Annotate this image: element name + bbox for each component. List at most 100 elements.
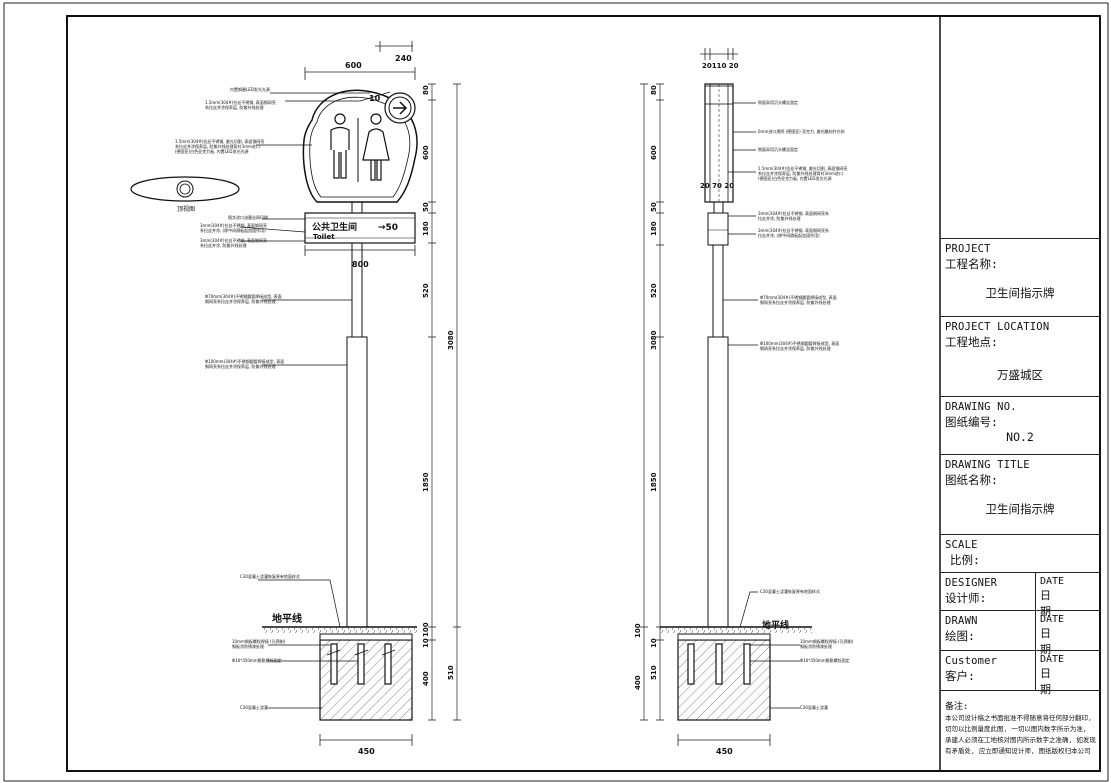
dim-v-600: 600 [422,145,430,160]
side-elevation: 20110 20 20 70 20 地平线 450 [634,48,854,756]
note-bolt: Φ16*350mm膨胀螺栓固定 [232,657,282,663]
side-note-bolt: Φ16*350mm膨胀螺栓固定 [800,657,850,663]
customer-cell: Customer 客户: DATE 日期 [940,650,1100,696]
project-cell: PROJECT 工程名称: 卫生间指示牌 [940,238,1100,316]
customer-en: Customer [945,655,998,667]
drawing-no-en: DRAWING NO. [945,401,1017,413]
drawing-no-cn: 图纸编号: [945,415,998,429]
drawing-title-en: DRAWING TITLE [945,459,1030,471]
side-note-plate2-a: 3mm(304#)拉丝不锈钢, 表面钢网亮系 [758,227,829,233]
designer-cell: DESIGNER 设计师: DATE 日期 [940,572,1100,618]
project-value: 卫生间指示牌 [985,286,1055,300]
dim-v-510: 510 [447,665,455,680]
note-print: 图文进口油墨丝网印刷 [228,214,268,220]
side-dim-v-1850: 1850 [650,472,658,492]
drawing-title-value: 卫生间指示牌 [985,502,1055,516]
note-plate2-b: 系拉丝并涂, 防紫外线处理 [200,242,247,248]
side-note-c30: C30混凝土浇灌 [800,704,828,710]
dim-240: 240 [395,54,412,63]
side-note-pole70-b: 钢网亮系拉丝并涂保养层, 防紫外线处理 [760,299,831,305]
drawing-no-value: NO.2 [1006,430,1034,444]
side-upper-pole [712,244,724,338]
side-note-screw1: 侧面采用沉头螺丝固定 [758,99,798,105]
designer-date-en: DATE [1040,576,1065,587]
drawn-cn: 绘图: [945,629,975,643]
location-cell: PROJECT LOCATION 工程地点: 万盛城区 [940,316,1100,396]
side-dim-v-400: 400 [634,675,642,690]
dim-10: 10 [369,94,381,103]
round-sign-body [302,89,418,203]
drawn-en: DRAWN [945,615,978,627]
plate-en: Toilet [313,233,335,241]
note-plate-b: 系拉丝并涂, (除中间隔板起加固作用) [200,227,266,233]
note-pole70-a: Φ70mm(304#)不锈钢圆管焊接成型, 表面 [205,293,282,299]
side-lower-pole [707,336,729,628]
scale-en: SCALE [945,539,978,551]
dim-450: 450 [358,747,375,756]
side-dim-450: 450 [716,747,733,756]
side-dim-v-10: 10 [650,638,658,648]
drawing-title-cell: DRAWING TITLE 图纸名称: 卫生间指示牌 [940,454,1100,534]
note-steel-1a: 1.5mm(304#)拉丝不锈钢, 表面钢网亮 [205,99,276,105]
notes-text: 本公司设计稿之书面批准不得随意将任何部分翻印, 切勿以比例量度此图, 一切以图内… [945,714,1096,755]
note-laser-c: (德国亚)白色亚克力板, 内置LED发光光源 [175,148,249,154]
side-note-baseplate-b: 钢板涂防锈漆处理 [800,643,832,649]
side-plate [707,212,729,246]
customer-cn: 客户: [945,669,975,683]
location-value: 万盛城区 [997,368,1043,382]
outer-border [3,2,1109,782]
designer-date-cn: 日期 [1040,589,1051,618]
customer-date-cn: 日期 [1040,667,1051,696]
man-figure [330,113,350,179]
upper-pole [351,242,363,338]
customer-date-en: DATE [1040,654,1065,665]
side-note-pole100-a: Φ100mm(304#)不锈钢圆管焊接成型, 表面 [760,340,839,346]
side-note-screw2: 侧面采用沉头螺丝固定 [758,146,798,152]
location-en: PROJECT LOCATION [945,321,1050,333]
dim-v-1850: 1850 [422,472,430,492]
note-steel-1b: 系拉丝并涂保养层, 防紫外线处理 [205,104,264,110]
note-laser-a: 1.5mm(304#)拉丝不锈钢, 激光切割, 表面钢网亮 [175,138,264,144]
side-dim-top: 20110 20 [702,62,739,70]
side-note-laser-c: (德国亚)白色亚克力板, 内置LED发光光源 [758,175,832,181]
side-dim-v-50: 50 [650,202,658,212]
drawn-cell: DRAWN 绘图: DATE 日期 [940,610,1100,656]
note-laser-b: 系拉丝并涂保养层, 防紫外线处理背衬3mm进口 [175,143,260,149]
note-plate2-a: 3mm(304#)拉丝不锈钢, 表面钢网亮 [200,237,267,243]
dim-v-400: 400 [422,671,430,686]
dim-v-100: 100 [422,622,430,637]
side-dim-v-180: 180 [650,221,658,236]
dim-800: 800 [352,260,369,269]
note-pole70-b: 钢网亮系拉丝并涂保养层, 防紫外线处理 [205,298,276,304]
drawn-date-cn: 日期 [1040,627,1051,656]
note-pole100-b: 钢网亮系拉丝并涂保养层, 防紫外线处理 [205,363,276,369]
drawing-no-cell: DRAWING NO. 图纸编号: NO.2 [940,396,1100,454]
lower-pole [346,336,368,628]
drawing-title-cn: 图纸名称: [945,473,998,487]
note-c30-ground: C30混凝土浇灌恢复原有地面样式 [240,573,300,579]
scale-cn: 比例: [950,553,980,567]
drawn-date-en: DATE [1040,614,1065,625]
dim-v-180: 180 [422,221,430,236]
dim-v-3080: 3080 [447,330,455,350]
customer-date-cell: DATE 日期 [1035,651,1064,696]
front-elevation: 600 240 10 公共卫生间 →50 Toilet [130,41,461,756]
location-cn: 工程地点: [945,335,998,349]
side-note-laser-b: 系拉丝并涂保养层, 防紫外线处理背衬3mm进口 [758,170,843,176]
side-dim-mid: 20 70 20 [700,182,734,190]
note-plate-a: 3mm(304#)拉丝不锈钢, 表面钢网亮 [200,222,267,228]
scale-cell: SCALE 比例: [940,534,1100,572]
note-baseplate-a: 10mm钢板螺栓焊接 (孔预制) [232,638,286,644]
woman-figure [362,113,390,181]
designer-date-cell: DATE 日期 [1035,573,1064,618]
title-block: PROJECT 工程名称: 卫生间指示牌 PROJECT LOCATION 工程… [940,16,1100,771]
side-note-pole70-a: Φ70mm(304#)不锈钢圆管焊接成型, 表面 [760,294,837,300]
dim-v-50: 50 [422,202,430,212]
side-note-plate-a: 3mm(304#)拉丝不锈钢, 表面钢网亮系 [758,210,829,216]
side-note-acrylic: 6mm进口透明 (德国亚) 亚克力, 激光雕刻并光刻 [758,128,845,134]
inner-border [66,15,1101,772]
top-view-label: 顶视图 [177,205,195,213]
dim-v-10: 10 [422,638,430,648]
note-led-ring: 内置钢圈LED发光光源 [230,86,270,92]
side-dim-v-100: 100 [634,623,642,638]
